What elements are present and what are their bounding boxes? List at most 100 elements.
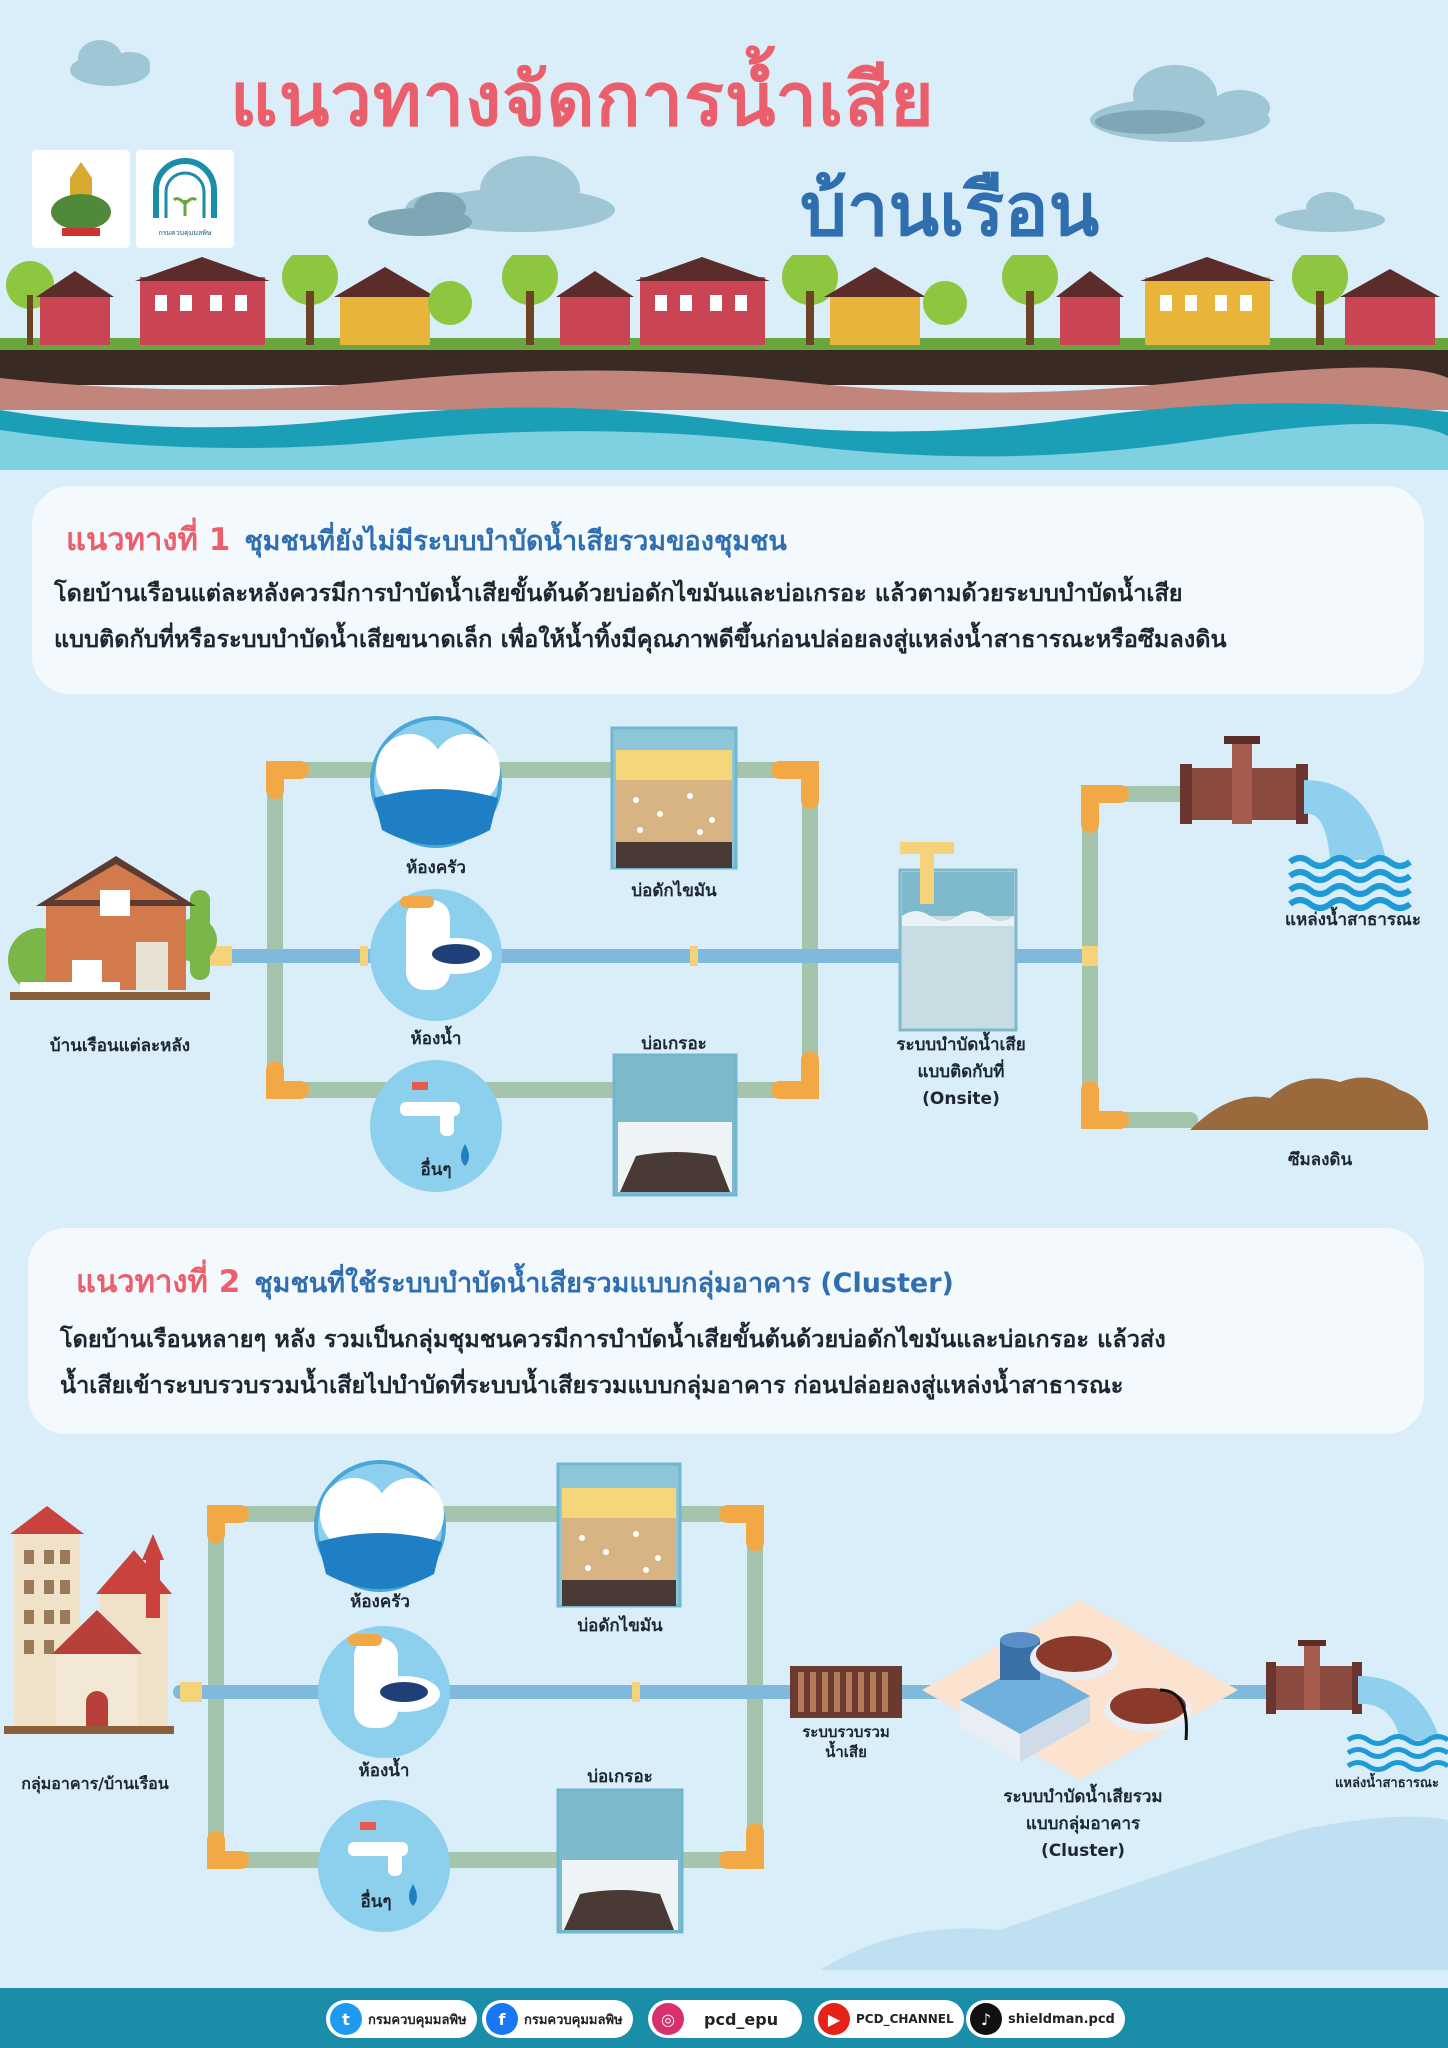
page-title: แนวทางจัดการน้ำเสีย (230, 57, 935, 143)
grease-trap-label-2: บ่อดักไขมัน (577, 1616, 663, 1636)
cloud-icon (1095, 110, 1205, 134)
approach1-diagram (8, 716, 1429, 1197)
discharge-pipe-icon (1266, 1640, 1440, 1740)
approach2-heading: ชุมชนที่ใช้ระบบบำบัดน้ำเสียรวมแบบกลุ่มอา… (254, 1268, 954, 1299)
toilet-icon (318, 1626, 450, 1758)
water-waves-icon (1346, 1734, 1448, 1772)
public-water-label: แหล่งน้ำสาธารณะ (1285, 910, 1421, 930)
onsite-label: ระบบบำบัดน้ำเสีย แบบติดกับที่ (Onsite) (866, 1032, 1056, 1113)
social-facebook-label: กรมควบคุมมลพิษ (524, 2012, 623, 2028)
buildings-icon (4, 1506, 174, 1734)
approach2-body: โดยบ้านเรือนหลายๆ หลัง รวมเป็นกลุ่มชุมชน… (60, 1316, 1166, 1408)
approach1-card: แนวทางที่ 1 ชุมชนที่ยังไม่มีระบบบำบัดน้ำเ… (32, 486, 1424, 694)
house-icon (1056, 271, 1124, 345)
public-water-label-2: แหล่งน้ำสาธารณะ (1335, 1776, 1439, 1791)
tree-icon (428, 281, 472, 325)
pcd-logo-caption: กรมควบคุมมลพิษ (158, 229, 212, 237)
onsite-label-line3: (Onsite) (922, 1089, 1000, 1109)
town-skyline (6, 255, 1440, 345)
approach2-diagram (4, 1460, 1448, 1970)
house-icon (8, 856, 217, 1000)
buildings-label: กลุ่มอาคาร/บ้านเรือน (21, 1774, 169, 1793)
social-instagram[interactable]: ◎ pcd_epu (648, 2000, 803, 2038)
discharge-pipe-icon (1180, 736, 1386, 860)
social-twitter-label: กรมควบคุมมลพิษ (368, 2012, 467, 2028)
collection-label-line2: น้ำเสีย (825, 1743, 867, 1761)
cluster-label-line1: ระบบบำบัดน้ำเสียรวม (1003, 1787, 1163, 1807)
house-icon (556, 271, 634, 345)
social-tiktok[interactable]: ♪ shieldman.pcd (966, 2000, 1125, 2038)
approach2-body-line1: โดยบ้านเรือนหลายๆ หลัง รวมเป็นกลุ่มชุมชน… (60, 1325, 1166, 1353)
house-icon (824, 267, 926, 345)
instagram-icon: ◎ (652, 2003, 684, 2035)
approach1-number: แนวทางที่ 1 (66, 522, 231, 558)
soil-mound-icon (1190, 1077, 1429, 1130)
approach1-heading-row: แนวทางที่ 1 ชุมชนที่ยังไม่มีระบบบำบัดน้ำเ… (66, 514, 787, 564)
onsite-label-line1: ระบบบำบัดน้ำเสีย (896, 1035, 1026, 1055)
toilet-label: ห้องน้ำ (410, 1029, 462, 1049)
collection-label-line1: ระบบรวบรวม (802, 1723, 890, 1741)
tree-icon (923, 281, 967, 325)
approach1-body-line2: แบบติดกับที่หรือระบบบำบัดน้ำเสียขนาดเล็ก… (54, 625, 1227, 653)
collection-system-icon (790, 1666, 902, 1718)
social-youtube[interactable]: ▶ PCD_CHANNEL (814, 2000, 964, 2038)
approach2-number: แนวทางที่ 2 (76, 1264, 241, 1300)
septic-tank-icon (612, 1053, 738, 1197)
septic-tank-label: บ่อเกรอะ (641, 1034, 707, 1054)
faucet-icon (370, 1060, 502, 1192)
house-icon (635, 257, 770, 345)
toilet-icon (370, 889, 502, 1021)
cluster-label-line2: แบบกลุ่มอาคาร (1025, 1814, 1141, 1834)
house-icon (334, 267, 436, 345)
cluster-label-line3: (Cluster) (1040, 1841, 1126, 1861)
tree-icon (1002, 255, 1058, 345)
seep-label: ซึมลงดิน (1287, 1150, 1353, 1170)
onsite-label-line2: แบบติดกับที่ (917, 1062, 1005, 1082)
tree-icon (782, 255, 838, 345)
septic-tank-label-2: บ่อเกรอะ (587, 1767, 653, 1787)
social-tiktok-label: shieldman.pcd (1008, 2011, 1115, 2027)
approach2-card: แนวทางที่ 2 ชุมชนที่ใช้ระบบบำบัดน้ำเสียรว… (28, 1228, 1424, 1434)
house-icon (1140, 257, 1275, 345)
cluster-label: ระบบบำบัดน้ำเสียรวม แบบกลุ่มอาคาร (Clust… (980, 1784, 1186, 1865)
grease-trap-icon (610, 726, 738, 870)
tree-icon (282, 255, 338, 345)
other-label: อื่นๆ (420, 1160, 452, 1180)
social-youtube-label: PCD_CHANNEL (856, 2012, 954, 2026)
tree-icon (502, 255, 558, 345)
cluster-treatment-icon (922, 1600, 1238, 1780)
house-icon (1340, 269, 1440, 345)
cloud-icon (70, 40, 150, 86)
social-twitter[interactable]: t กรมควบคุมมลพิษ (326, 2000, 477, 2038)
house-icon (135, 257, 270, 345)
tiktok-icon: ♪ (970, 2003, 1002, 2035)
pcd-logo: กรมควบคุมมลพิษ (136, 150, 234, 248)
septic-tank-icon (556, 1788, 684, 1934)
approach1-body-line1: โดยบ้านเรือนแต่ละหลังควรมีการบำบัดน้ำเสี… (54, 579, 1183, 607)
onsite-treatment-icon (898, 842, 1018, 1032)
approach1-body: โดยบ้านเรือนแต่ละหลังควรมีการบำบัดน้ำเสี… (54, 570, 1227, 662)
other-label-2: อื่นๆ (360, 1892, 392, 1912)
grease-trap-label: บ่อดักไขมัน (631, 881, 717, 901)
grease-trap-icon (556, 1462, 682, 1608)
toilet-label-2: ห้องน้ำ (358, 1761, 410, 1781)
page-subtitle: บ้านเรือน (800, 167, 1100, 253)
faucet-icon (318, 1800, 450, 1932)
kitchen-icon (370, 716, 502, 848)
approach1-heading: ชุมชนที่ยังไม่มีระบบบำบัดน้ำเสียรวมของชุ… (244, 526, 787, 557)
kitchen-icon (314, 1460, 446, 1592)
approach2-body-line2: น้ำเสียเข้าระบบรวบรวมน้ำเสียไปบำบัดที่ระ… (60, 1371, 1124, 1399)
youtube-icon: ▶ (818, 2003, 850, 2035)
social-facebook[interactable]: f กรมควบคุมมลพิษ (482, 2000, 633, 2038)
house-icon (36, 271, 114, 345)
kitchen-label: ห้องครัว (406, 858, 466, 878)
approach2-heading-row: แนวทางที่ 2 ชุมชนที่ใช้ระบบบำบัดน้ำเสียรว… (76, 1256, 954, 1306)
house-label: บ้านเรือนแต่ละหลัง (49, 1036, 191, 1056)
collection-system-label: ระบบรวบรวม น้ำเสีย (786, 1722, 906, 1762)
social-instagram-label: pcd_epu (704, 2009, 779, 2029)
water-waves-icon (1288, 855, 1412, 911)
emblem-logo (32, 150, 130, 248)
tree-icon (1292, 255, 1348, 345)
cloud-icon (368, 192, 472, 236)
twitter-icon: t (330, 2003, 362, 2035)
